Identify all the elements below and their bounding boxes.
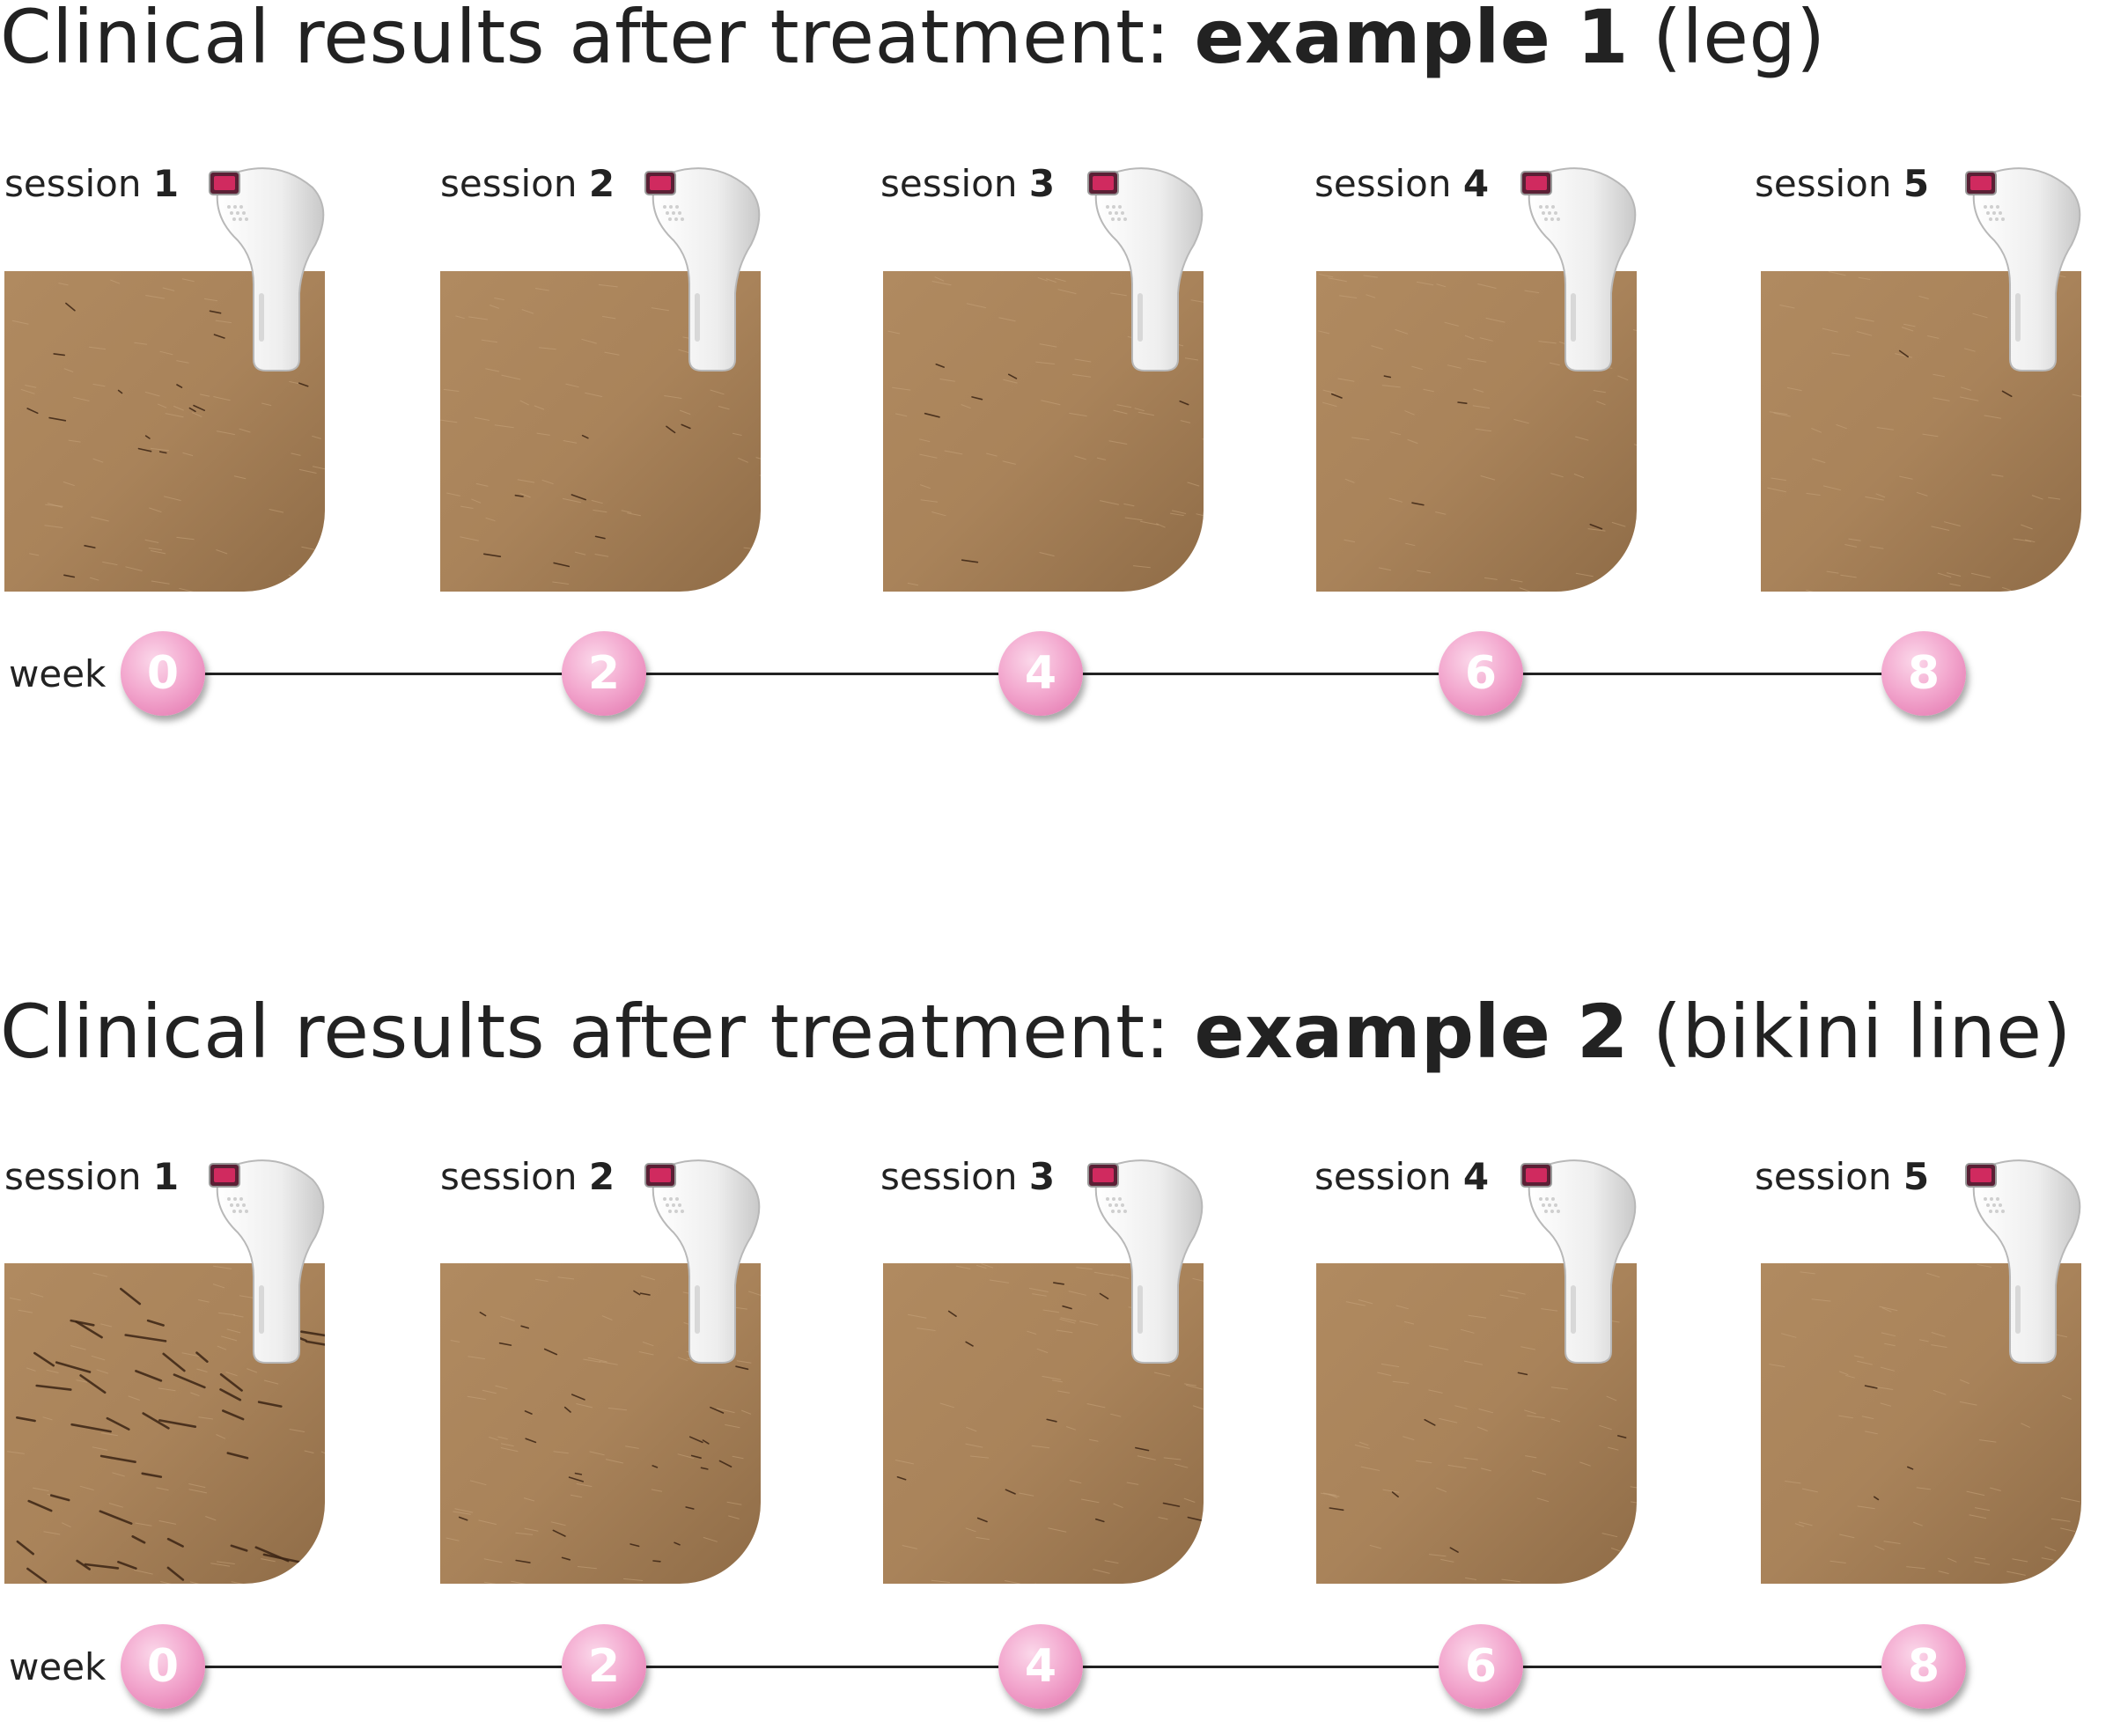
ipl-device-icon [202, 1153, 335, 1365]
session-word: session [1314, 1155, 1452, 1198]
session-number: 3 [1028, 162, 1056, 205]
session-word: session [880, 1155, 1018, 1198]
session-label: session 1 [4, 166, 179, 202]
session-label: session 4 [1314, 166, 1489, 202]
session-word: session [1755, 1155, 1892, 1198]
session-number: 3 [1028, 1155, 1056, 1198]
week-marker: 0 [121, 631, 205, 716]
session-word: session [1314, 162, 1452, 205]
week-marker: 8 [1881, 1624, 1966, 1709]
session-word: session [1755, 162, 1892, 205]
session-label: session 5 [1755, 1159, 1929, 1195]
example-1-week-label: week [9, 652, 107, 695]
skin-photo [440, 271, 761, 592]
session-label: session 3 [880, 1159, 1055, 1195]
session-number: 1 [152, 1155, 180, 1198]
title-bold: example 2 [1194, 989, 1629, 1075]
ipl-device-icon [638, 161, 770, 372]
title-prefix: Clinical results after treatment: [0, 0, 1195, 80]
ipl-device-icon [1514, 161, 1646, 372]
session-word: session [880, 162, 1018, 205]
ipl-device-icon [1081, 1153, 1213, 1365]
session-label: session 5 [1755, 166, 1929, 202]
session-label: session 3 [880, 166, 1055, 202]
week-marker: 4 [998, 1624, 1083, 1709]
week-marker: 4 [998, 631, 1083, 716]
example-2-title: Clinical results after treatment: exampl… [0, 995, 2072, 1069]
example-1-title: Clinical results after treatment: exampl… [0, 0, 1826, 74]
session-label: session 1 [4, 1159, 179, 1195]
session-number: 4 [1462, 162, 1490, 205]
session-label: session 4 [1314, 1159, 1489, 1195]
session-number: 2 [588, 1155, 615, 1198]
ipl-device-icon [638, 1153, 770, 1365]
week-marker: 6 [1439, 631, 1523, 716]
example-2-week-label: week [9, 1645, 107, 1688]
session-number: 5 [1903, 162, 1930, 205]
session-label: session 2 [440, 166, 615, 202]
ipl-device-icon [1959, 1153, 2091, 1365]
ipl-device-icon [202, 161, 335, 372]
session-label: session 2 [440, 1159, 615, 1195]
session-number: 4 [1462, 1155, 1490, 1198]
session-number: 2 [588, 162, 615, 205]
session-word: session [440, 162, 578, 205]
title-prefix: Clinical results after treatment: [0, 989, 1195, 1075]
title-suffix: (bikini line) [1628, 989, 2072, 1075]
ipl-device-icon [1514, 1153, 1646, 1365]
week-marker: 2 [562, 631, 646, 716]
session-number: 5 [1903, 1155, 1930, 1198]
week-marker: 6 [1439, 1624, 1523, 1709]
session-word: session [4, 162, 142, 205]
session-word: session [4, 1155, 142, 1198]
week-marker: 0 [121, 1624, 205, 1709]
week-marker: 8 [1881, 631, 1966, 716]
title-bold: example 1 [1194, 0, 1629, 80]
ipl-device-icon [1081, 161, 1213, 372]
ipl-device-icon [1959, 161, 2091, 372]
session-word: session [440, 1155, 578, 1198]
title-suffix: (leg) [1628, 0, 1826, 80]
session-number: 1 [152, 162, 180, 205]
week-marker: 2 [562, 1624, 646, 1709]
